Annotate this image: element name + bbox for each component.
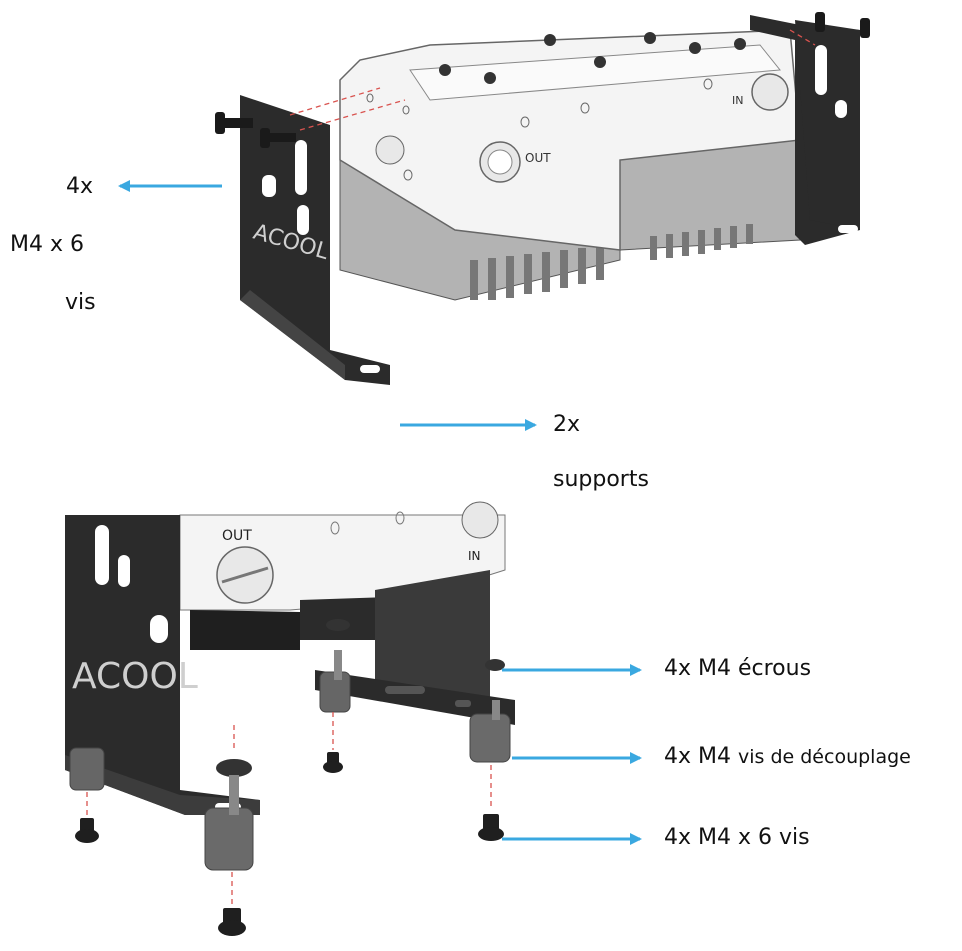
bracket-logo-bottom: ACOOL <box>72 656 198 697</box>
guide-line-top-right <box>789 29 816 46</box>
decoupling-feet <box>69 671 511 871</box>
nuts <box>216 619 505 777</box>
guide-line-top-left <box>289 87 406 131</box>
label-screws-top-name: vis <box>65 290 96 315</box>
cooling-fins <box>470 224 753 300</box>
label-brackets-name: supports <box>553 467 649 492</box>
label-decoupling-suffix: vis de découplage <box>738 746 911 768</box>
label-screws-top-qty: 4x <box>66 174 94 199</box>
bracket-left-top: ACOOL <box>240 95 390 385</box>
pump-top-assembly: OUT IN <box>339 29 801 301</box>
label-decoupling: 4x M4 vis de découplage <box>664 744 911 769</box>
port-out-marking: OUT <box>525 151 551 165</box>
port-in-marking-bottom: IN <box>468 549 481 563</box>
screws-bottom <box>75 752 504 936</box>
label-brackets-qty: 2x <box>553 412 581 437</box>
port-out-marking-bottom: OUT <box>222 528 252 544</box>
bracket-right-top <box>750 15 860 245</box>
guide-lines-bottom <box>86 712 492 905</box>
label-screws-top-size: M4 x 6 <box>10 232 84 257</box>
bracket-left-bottom: ACOOL <box>65 515 260 815</box>
screw-top-left <box>215 112 296 148</box>
bracket-right-bottom <box>315 570 515 725</box>
studs <box>229 650 500 815</box>
label-screws-bottom: 4x M4 x 6 vis <box>664 825 810 850</box>
label-nuts: 4x M4 écrous <box>664 656 812 681</box>
port-in-marking: IN <box>732 94 743 107</box>
screw-top-right <box>815 12 870 38</box>
label-decoupling-prefix: 4x M4 <box>664 744 731 769</box>
